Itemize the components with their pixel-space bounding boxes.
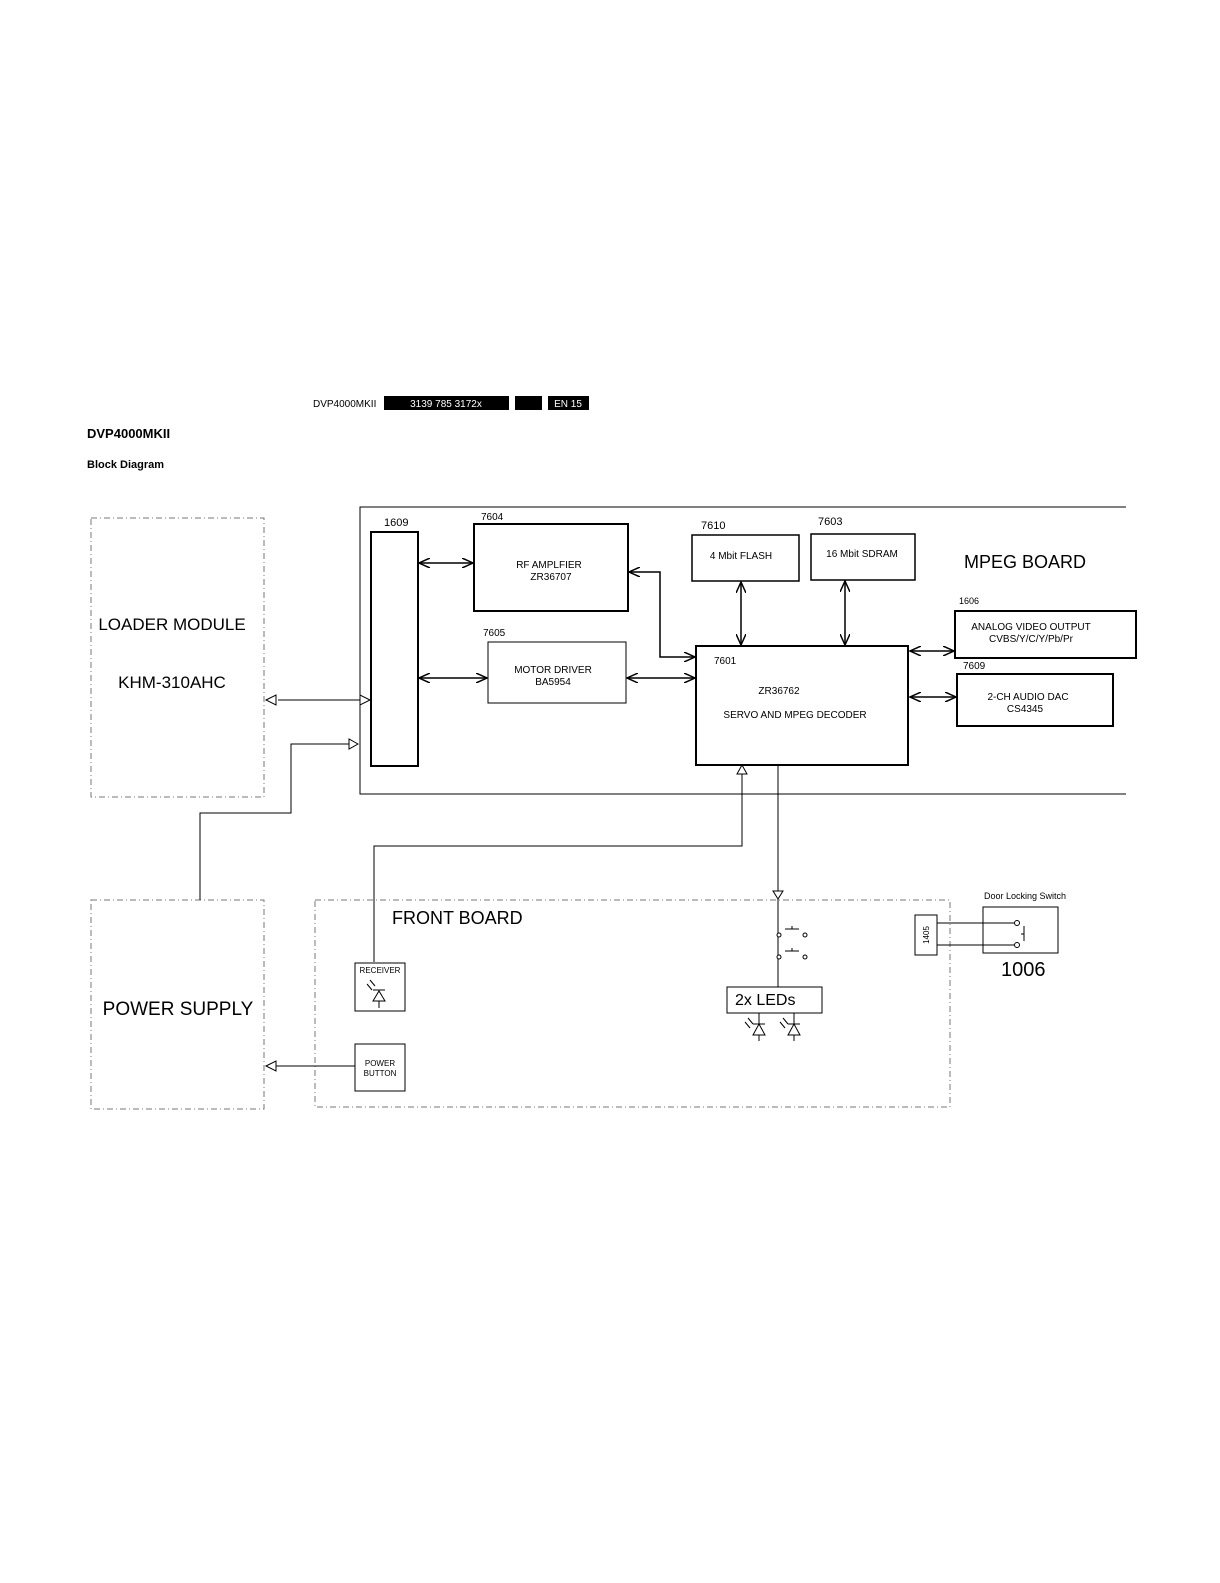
button-arrowhead bbox=[264, 1060, 277, 1072]
receiver-arrowhead bbox=[736, 763, 748, 775]
motor-driver-part: BA5954 bbox=[535, 677, 571, 688]
link-receiver-decoder bbox=[373, 774, 743, 962]
audio-dac-label: 2-CH AUDIO DAC bbox=[987, 692, 1068, 703]
arrow-rf-decoder bbox=[629, 572, 695, 657]
door-switch-block bbox=[982, 906, 1059, 954]
flash-label: 4 Mbit FLASH bbox=[710, 551, 772, 562]
ref-1609: 1609 bbox=[384, 517, 408, 529]
header-model: DVP4000MKII bbox=[313, 399, 376, 410]
front-arrowhead bbox=[772, 890, 784, 900]
ref-1405: 1405 bbox=[922, 926, 931, 944]
ref-7609: 7609 bbox=[963, 661, 986, 672]
mpeg-board-label: MPEG BOARD bbox=[964, 552, 1086, 572]
video-output-label: ANALOG VIDEO OUTPUT bbox=[971, 622, 1090, 633]
leds-block bbox=[726, 986, 823, 1014]
power-supply-box bbox=[90, 899, 265, 1110]
power-button-label: POWER bbox=[365, 1059, 395, 1068]
leds-label: 2x LEDs bbox=[735, 992, 795, 1009]
ref-7610: 7610 bbox=[701, 520, 725, 532]
loader-module-box bbox=[90, 517, 265, 798]
ref-7605: 7605 bbox=[483, 628, 506, 639]
mpeg-board-outline bbox=[359, 506, 1126, 795]
connector-arrowhead bbox=[359, 694, 372, 706]
header-code: 3139 785 3172x bbox=[410, 399, 482, 410]
ref-1006: 1006 bbox=[1001, 959, 1046, 981]
video-output-block bbox=[954, 610, 1137, 659]
page-title: DVP4000MKII bbox=[87, 426, 170, 441]
door-switch-icon bbox=[937, 920, 1025, 948]
receiver-label: RECEIVER bbox=[360, 966, 401, 975]
ref-7603: 7603 bbox=[818, 516, 842, 528]
header-page-box bbox=[548, 396, 589, 410]
header-blank-box bbox=[515, 396, 542, 410]
power-supply-label: POWER SUPPLY bbox=[103, 999, 254, 1020]
loader-model: KHM-310AHC bbox=[118, 673, 226, 692]
link-power-mpeg bbox=[199, 743, 349, 900]
photodiode-icon bbox=[366, 979, 386, 1008]
decoder-part: ZR36762 bbox=[758, 686, 800, 697]
decoder-block bbox=[695, 645, 909, 766]
video-output-formats: CVBS/Y/C/Y/Pb/Pr bbox=[989, 634, 1074, 645]
audio-dac-part: CS4345 bbox=[1007, 704, 1044, 715]
page-header: DVP4000MKII 3139 785 3172x EN 15 bbox=[313, 396, 589, 410]
front-board-label: FRONT BOARD bbox=[392, 908, 523, 928]
power-button-block bbox=[354, 1043, 406, 1092]
switch-symbol bbox=[776, 926, 808, 960]
audio-dac-block bbox=[956, 673, 1114, 727]
power-arrowhead bbox=[348, 738, 360, 750]
rf-amp-label: RF AMPLFIER bbox=[516, 560, 582, 571]
front-board-box bbox=[314, 899, 951, 1108]
motor-driver-block bbox=[487, 641, 627, 704]
loader-arrowhead bbox=[264, 694, 277, 706]
connector-1609 bbox=[370, 531, 419, 767]
ref-1606: 1606 bbox=[959, 596, 979, 606]
sdram-block bbox=[810, 533, 916, 581]
door-switch-label: Door Locking Switch bbox=[984, 891, 1066, 901]
header-page: EN 15 bbox=[554, 399, 582, 410]
connector-1405 bbox=[914, 914, 938, 956]
page-subtitle: Block Diagram bbox=[87, 459, 164, 471]
receiver-block bbox=[354, 962, 406, 1012]
header-code-box bbox=[384, 396, 509, 410]
sdram-label: 16 Mbit SDRAM bbox=[826, 549, 898, 560]
rf-amp-part: ZR36707 bbox=[530, 572, 572, 583]
decoder-label: SERVO AND MPEG DECODER bbox=[723, 710, 866, 721]
led-icons bbox=[744, 1013, 801, 1041]
loader-title: LOADER MODULE bbox=[98, 615, 245, 634]
ref-7604: 7604 bbox=[481, 512, 504, 523]
power-button-label-2: BUTTON bbox=[364, 1069, 397, 1078]
ref-7601: 7601 bbox=[714, 656, 737, 667]
motor-driver-label: MOTOR DRIVER bbox=[514, 665, 592, 676]
